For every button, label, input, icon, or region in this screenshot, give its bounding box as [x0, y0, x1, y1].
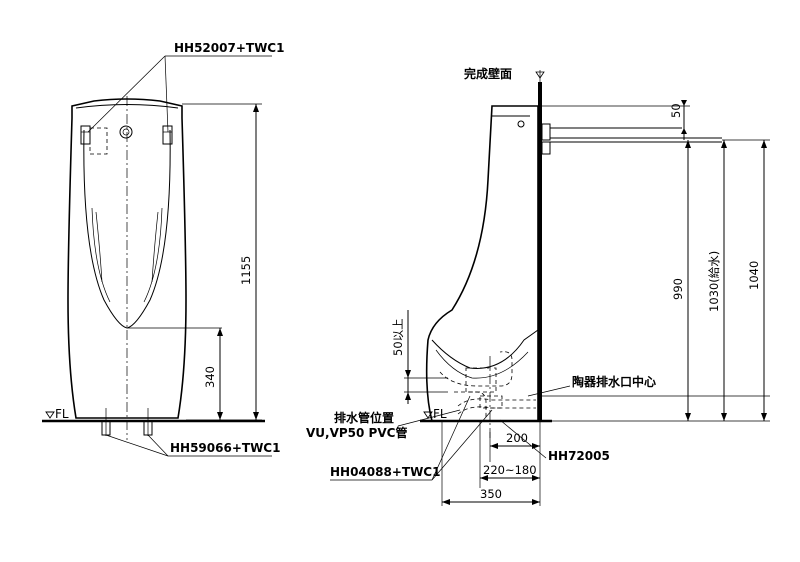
- side-drain-pipe-2: [457, 406, 536, 415]
- front-part-bottom-label: HH59066+TWC1: [170, 441, 280, 455]
- side-drain-center-leader: [527, 385, 571, 397]
- side-dim-range-arrow-right: [532, 475, 540, 481]
- front-bowl-inner-left: [91, 207, 111, 303]
- front-dim-340-arrow-top: [217, 328, 223, 336]
- front-part-bottom-leader-a: [105, 434, 169, 457]
- side-bowl-inner-2: [435, 349, 529, 379]
- side-dim-990-arrow-top: [685, 140, 691, 148]
- front-dim-340-label: 340: [203, 366, 217, 388]
- side-dim-1030-arrow-bottom: [721, 413, 727, 421]
- side-view: 完成壁面 FL: [306, 66, 770, 506]
- side-fl-label: FL: [433, 407, 447, 421]
- side-wall-marker-icon: [535, 71, 545, 79]
- front-bowl-shade-right: [151, 211, 159, 283]
- side-supply-fitting: [541, 123, 551, 141]
- front-part-top-leader-b: [164, 55, 169, 133]
- side-dim-990-arrow-bottom: [685, 413, 691, 421]
- front-dim-1155-arrow-top: [253, 104, 259, 112]
- front-dim-1155-arrow-bottom: [253, 412, 259, 420]
- side-spud-icon: [517, 120, 525, 128]
- front-part-bottom-leader-b: [147, 434, 169, 457]
- side-supply-nut: [541, 141, 551, 155]
- side-dim-200-label: 200: [506, 431, 528, 445]
- front-bowl-shade-left: [95, 211, 103, 283]
- front-hanger-left-icon: [80, 125, 91, 145]
- side-wall-label: 完成壁面: [464, 66, 512, 81]
- front-dim-1155-label: 1155: [239, 256, 253, 285]
- front-part-top-label: HH52007+TWC1: [174, 41, 284, 55]
- side-dim-range-label: 220~180: [483, 463, 537, 477]
- side-dim-50-arrow-bottom: [681, 128, 687, 134]
- side-dim-1030-label: 1030(給水): [707, 251, 721, 312]
- side-drain-center-label: 陶器排水口中心: [572, 374, 656, 389]
- side-dim-1040-arrow-bottom: [761, 413, 767, 421]
- front-bowl-inner-right: [143, 207, 163, 303]
- front-fl-label: FL: [55, 407, 69, 421]
- side-dim-50-arrow-top: [681, 100, 687, 106]
- side-dim-350-arrow-left: [442, 499, 450, 505]
- side-dim-200-arrow-right: [532, 443, 540, 449]
- side-trap-leader-a: [431, 395, 471, 481]
- side-drain-pipe-label-1: 排水管位置: [334, 410, 394, 425]
- side-dim-50min-label: 50以上: [391, 318, 405, 356]
- side-drain-pipe-leader: [397, 409, 461, 427]
- side-dim-350-arrow-right: [532, 499, 540, 505]
- front-hanger-right-icon: [162, 125, 173, 145]
- front-bracket-outline: [89, 127, 108, 155]
- side-dim-1040-arrow-top: [761, 140, 767, 148]
- front-dim-340-arrow-bottom: [217, 412, 223, 420]
- side-drain-pipe: [457, 398, 536, 407]
- front-spud-icon: [119, 125, 133, 139]
- side-flange-part-label: HH72005: [548, 449, 610, 463]
- side-dim-50min-arrow-bottom: [405, 392, 411, 400]
- front-view: FL HH52007+TWC1: [42, 41, 284, 457]
- side-dim-1040-label: 1040: [747, 261, 761, 290]
- side-dim-350-label: 350: [480, 487, 502, 501]
- side-drain-pipe-label-2: VU,VP50 PVC管: [306, 425, 407, 440]
- side-dim-50min-arrow-top: [405, 370, 411, 378]
- side-dim-50-label: 50: [669, 103, 683, 118]
- side-dim-990-label: 990: [671, 278, 685, 300]
- side-trap-part-label: HH04088+TWC1: [330, 465, 440, 479]
- front-fl-marker-icon: [45, 411, 55, 419]
- side-bowl-inner: [431, 329, 539, 369]
- side-trap-body: [465, 367, 497, 393]
- side-urinal-body-outline: [425, 105, 539, 422]
- side-dim-200-arrow-left: [490, 443, 498, 449]
- front-urinal-body-outline: [67, 98, 187, 419]
- side-dim-range-arrow-left: [480, 475, 488, 481]
- side-trap-hidden-line: [439, 351, 513, 387]
- side-dim-1030-arrow-top: [721, 140, 727, 148]
- side-flange-leader: [499, 419, 547, 459]
- front-spud-inner-icon: [122, 128, 130, 136]
- front-part-top-leader-a: [87, 55, 166, 133]
- side-flange-body: [479, 395, 503, 409]
- side-finished-wall: [538, 82, 542, 422]
